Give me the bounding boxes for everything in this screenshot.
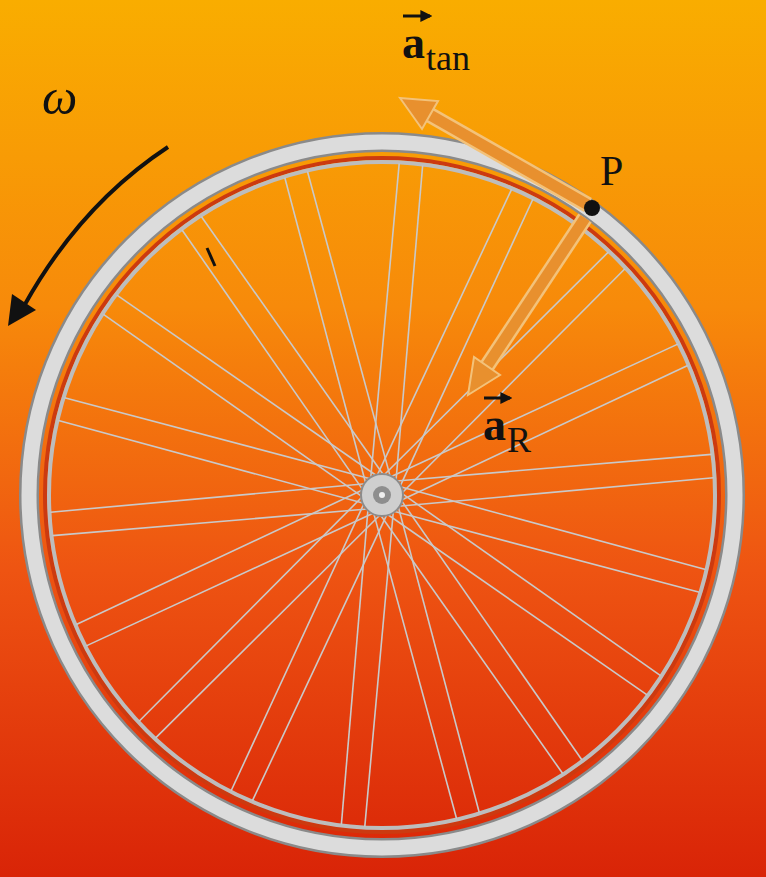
vector-sign (403, 15, 430, 18)
spoke (117, 295, 379, 477)
spoke (365, 509, 394, 827)
spoke (201, 216, 385, 477)
valve (207, 248, 215, 266)
spoke (52, 509, 370, 536)
spoke (385, 513, 647, 695)
vector-subscript: tan (426, 40, 470, 76)
point-label: P (600, 150, 623, 192)
radial-arrow-outline (487, 218, 585, 366)
spoke (394, 454, 712, 481)
spoke (396, 478, 714, 507)
spoke (76, 489, 365, 625)
spoke (376, 189, 512, 478)
spoke (86, 512, 376, 646)
rotation-arrowhead (8, 294, 36, 326)
spoke (400, 492, 661, 676)
radial-arrow (487, 218, 585, 366)
vector-symbol: a (402, 20, 425, 66)
spoke (50, 483, 368, 512)
spoke (391, 511, 699, 593)
spoke (379, 513, 563, 774)
spoke (139, 495, 364, 721)
spoke (400, 269, 625, 495)
spoke (231, 501, 365, 791)
radial-arrowhead (468, 357, 500, 395)
rim-stripe (45, 158, 719, 832)
spoke (370, 163, 399, 481)
vector-sign (484, 397, 510, 400)
point-p (584, 200, 600, 216)
spoke (399, 365, 688, 501)
spoke (103, 314, 364, 498)
tire-edge (29, 142, 735, 848)
tangential-arrow-outline (430, 115, 588, 205)
tire (29, 142, 735, 848)
hub-axle (373, 486, 391, 504)
spoke (399, 199, 533, 489)
hub-center (379, 492, 385, 498)
spoke (252, 512, 388, 801)
vector-subscript: R (507, 422, 531, 458)
tangential-arrowhead (400, 98, 438, 129)
vector-symbol: a (483, 402, 506, 448)
spoke (65, 398, 373, 480)
spoke (388, 344, 678, 478)
spoke (396, 165, 423, 483)
spoke (341, 507, 368, 825)
spokes (50, 163, 713, 826)
spoke (398, 486, 706, 570)
rim (49, 162, 715, 828)
spoke (156, 513, 382, 738)
tangential-arrow (430, 115, 588, 205)
omega-label: ω (42, 72, 77, 122)
spoke (58, 420, 366, 504)
spoke (373, 511, 457, 819)
rotation-arc (24, 147, 168, 306)
hub (361, 474, 403, 516)
spoke (307, 171, 391, 479)
